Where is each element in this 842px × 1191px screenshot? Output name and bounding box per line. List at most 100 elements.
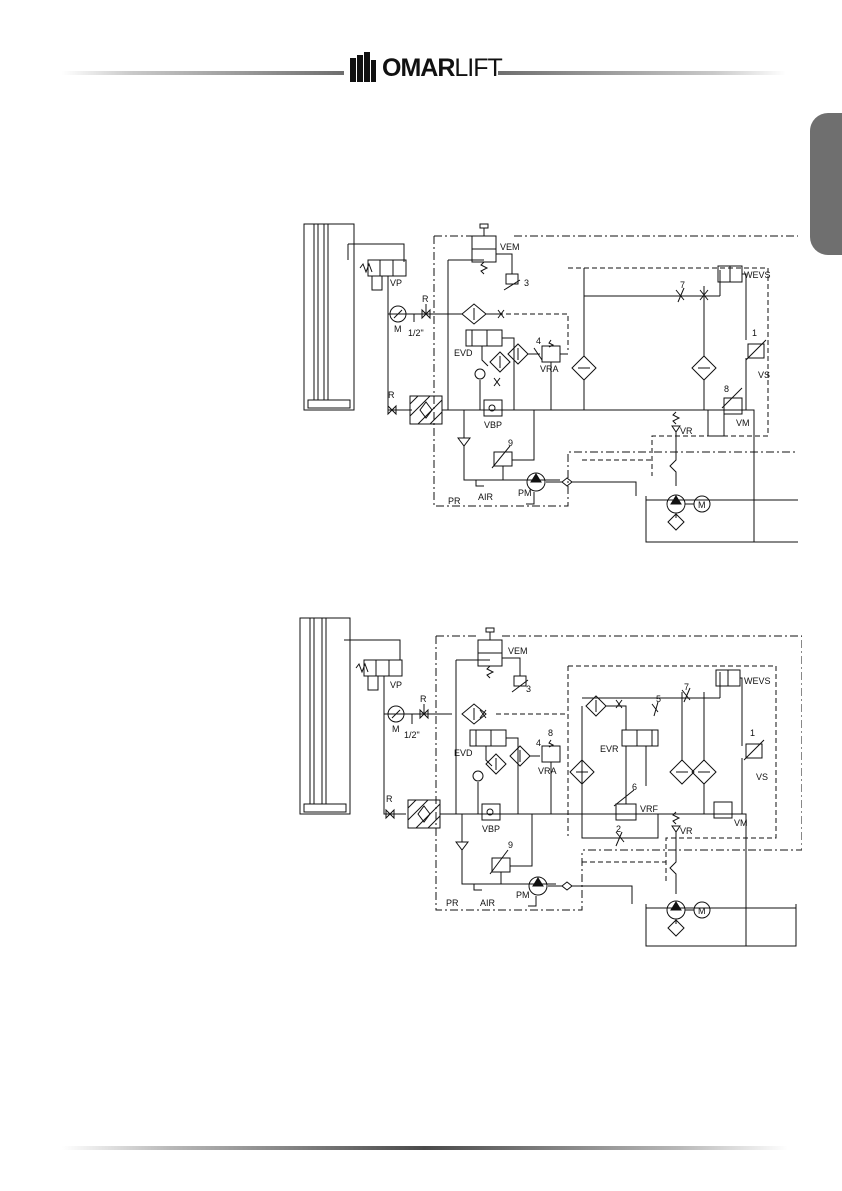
label-m: M xyxy=(392,724,400,734)
evr-valve-icon xyxy=(622,730,658,746)
label-r1: R xyxy=(420,694,427,704)
label-pm: PM xyxy=(518,488,532,498)
hydraulic-diagram-bottom: VP M R 1/2" R PR VEM 3 xyxy=(286,606,802,958)
filter-top-icon xyxy=(462,304,486,324)
header-rule-left xyxy=(62,71,344,75)
label-m: M xyxy=(394,324,402,334)
label-r1: R xyxy=(422,294,429,304)
vra-valve-icon xyxy=(542,740,560,762)
filter-mid-icon xyxy=(508,344,528,364)
label-r2: R xyxy=(386,794,393,804)
evd-valve-icon xyxy=(470,730,506,746)
section-side-tab xyxy=(810,113,842,255)
label-vem: VEM xyxy=(508,646,528,656)
vr-valve-icon xyxy=(672,812,680,832)
vs-valve-icon xyxy=(746,340,766,360)
label-vp: VP xyxy=(390,680,402,690)
filter-column-icon xyxy=(486,754,506,774)
label-n4: 4 xyxy=(536,336,541,346)
valve-9-icon xyxy=(490,850,510,874)
label-n3: 3 xyxy=(526,684,531,694)
header-rule-right xyxy=(498,71,786,75)
label-vp: VP xyxy=(390,278,402,288)
logo-brand-bold: OMAR xyxy=(382,54,454,82)
label-n2: 2 xyxy=(616,824,621,834)
label-wevs: WEVS xyxy=(744,270,771,280)
label-vr: VR xyxy=(680,426,693,436)
label-air: AIR xyxy=(478,492,494,502)
label-vra: VRA xyxy=(540,364,559,374)
label-n3: 3 xyxy=(524,278,529,288)
hydraulic-diagram-top: VP M R 1/2" R PR VEM xyxy=(272,210,798,546)
footer-rule xyxy=(62,1146,788,1150)
label-vra: VRA xyxy=(538,766,557,776)
label-n8a: 8 xyxy=(548,728,553,738)
omarlift-logo: OMARLIFT xyxy=(350,52,496,82)
vp-valve-icon xyxy=(356,660,402,676)
label-n8: 8 xyxy=(724,384,729,394)
label-n1: 1 xyxy=(752,328,757,338)
label-n9: 9 xyxy=(508,438,513,448)
filter-right-a-icon xyxy=(572,356,596,380)
vem-valve-icon xyxy=(472,224,496,274)
logo-brand-light: LIFT xyxy=(454,54,501,82)
label-vs: VS xyxy=(758,370,770,380)
silencer-block-icon xyxy=(408,800,440,828)
label-vrf: VRF xyxy=(640,804,659,814)
vra-valve-icon xyxy=(542,340,560,362)
label-n7: 7 xyxy=(684,682,689,692)
oil-tank-icon xyxy=(646,904,796,946)
label-vbp: VBP xyxy=(482,824,500,834)
label-n4b: 4 xyxy=(536,738,541,748)
oil-tank-icon xyxy=(646,496,798,542)
label-evr: EVR xyxy=(600,744,619,754)
label-n7: 7 xyxy=(680,280,685,290)
label-air: AIR xyxy=(480,898,496,908)
label-n5: 5 xyxy=(656,694,661,704)
vr-valve-icon xyxy=(672,412,680,432)
label-vs: VS xyxy=(756,772,768,782)
vrf-valve-icon xyxy=(614,790,636,820)
vbp-valve-icon xyxy=(484,400,502,416)
label-half-inch: 1/2" xyxy=(408,328,424,338)
logo-mark-icon xyxy=(350,52,378,82)
filter-right-a-icon xyxy=(670,760,694,784)
label-n9: 9 xyxy=(508,840,513,850)
label-evd: EVD xyxy=(454,348,473,358)
label-vbp: VBP xyxy=(484,420,502,430)
filter-right-b-icon xyxy=(692,760,716,784)
label-pm: PM xyxy=(516,890,530,900)
vm-valve-icon xyxy=(714,802,732,818)
vem-valve-icon xyxy=(478,628,502,678)
vp-valve-icon xyxy=(360,260,406,276)
valve-3-icon xyxy=(504,274,520,290)
label-half-inch: 1/2" xyxy=(404,730,420,740)
label-vm: VM xyxy=(734,818,748,828)
filter-mid-icon xyxy=(510,746,530,766)
valve-9-icon xyxy=(492,446,512,468)
vbp-valve-icon xyxy=(482,804,500,820)
hand-pump-icon xyxy=(528,877,547,906)
silencer-block-icon xyxy=(410,396,442,424)
label-vm: VM xyxy=(736,418,750,428)
label-wevs: WEVS xyxy=(744,676,771,686)
evd-valve-icon xyxy=(466,330,502,346)
stop-valve-r1-icon xyxy=(422,304,430,318)
filter-column-icon xyxy=(490,352,510,372)
label-vr: VR xyxy=(680,826,693,836)
filter-evr-top-icon xyxy=(586,696,606,716)
label-motor: M xyxy=(698,906,706,916)
label-motor: M xyxy=(698,500,706,510)
label-vem: VEM xyxy=(500,242,520,252)
vs-valve-icon xyxy=(744,740,764,760)
filter-right-b-icon xyxy=(692,356,716,380)
stop-valve-r1-icon xyxy=(420,704,428,718)
label-evd: EVD xyxy=(454,748,473,758)
cylinder-icon xyxy=(304,224,354,410)
label-n1: 1 xyxy=(750,728,755,738)
label-pr: PR xyxy=(446,898,459,908)
label-r2: R xyxy=(388,390,395,400)
cylinder-icon xyxy=(300,618,350,814)
label-n6: 6 xyxy=(632,782,637,792)
label-pr: PR xyxy=(448,496,461,506)
